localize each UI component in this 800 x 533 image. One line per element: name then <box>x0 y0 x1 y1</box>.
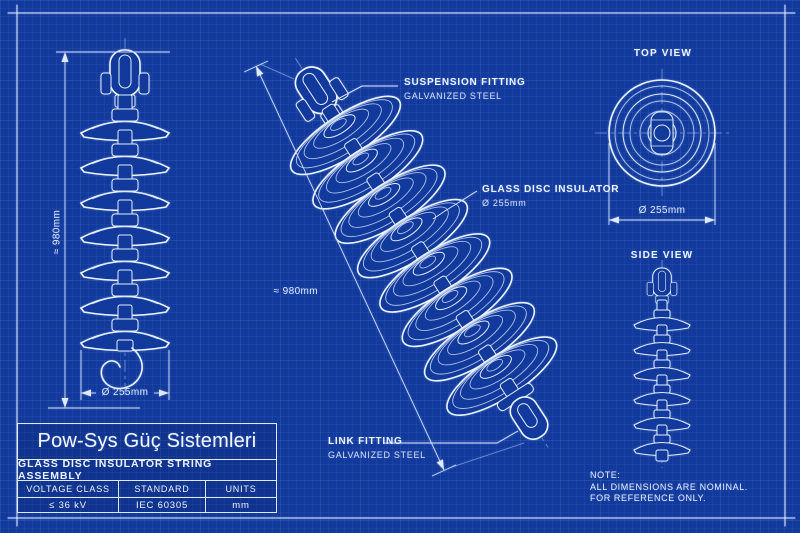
front-view-diameter-dimension: Ø 255mm <box>101 387 149 398</box>
glass-disc-callout: GLASS DISC INSULATOR Ø 255mm <box>482 184 619 208</box>
top-view-diameter-dimension: Ø 255mm <box>638 205 686 216</box>
field-value-voltage-class: ≤ 36 kV <box>18 496 118 514</box>
side-view-title: SIDE VIEW <box>630 250 694 261</box>
company-name: Pow-Sys Güç Sistemleri <box>37 430 257 452</box>
field-value-units: mm <box>205 496 276 513</box>
isometric-length-dimension <box>243 60 525 477</box>
drawing-frame <box>7 4 796 527</box>
link-fitting-callout: LINK FITTING GALVANIZED STEEL <box>328 436 426 460</box>
suspension-fitting-title: SUSPENSION FITTING <box>404 77 526 88</box>
glass-disc-subtitle: Ø 255mm <box>482 198 527 208</box>
title-block: Pow-Sys Güç Sistemleri GLASS DISC INSULA… <box>17 423 277 513</box>
note-line-2: FOR REFERENCE ONLY. <box>590 493 707 503</box>
isometric-length-dimension-text: ≈ 980mm <box>273 286 318 297</box>
drawing-note: NOTE: ALL DIMENSIONS ARE NOMINAL. FOR RE… <box>590 470 748 505</box>
glass-disc-title: GLASS DISC INSULATOR <box>482 184 620 195</box>
note-line-1: ALL DIMENSIONS ARE NOMINAL. <box>590 481 748 492</box>
top-view-title: TOP VIEW <box>633 48 693 59</box>
note-heading: NOTE: <box>590 470 621 480</box>
front-view-height-dimension: ≈ 980mm <box>51 209 63 255</box>
title-block-table: VOLTAGE CLASS STANDARD UNITS ≤ 36 kV IEC… <box>18 480 276 513</box>
link-fitting-title: LINK FITTING <box>328 436 403 447</box>
field-label-voltage-class: VOLTAGE CLASS <box>26 483 110 494</box>
field-label-standard: STANDARD <box>118 481 205 497</box>
isometric-view-drawing <box>272 55 568 448</box>
link-fitting-subtitle: GALVANIZED STEEL <box>328 450 426 460</box>
drawing-title: GLASS DISC INSULATOR STRING ASSEMBLY <box>18 458 276 482</box>
field-value-standard: IEC 60305 <box>118 496 205 513</box>
suspension-fitting-callout: SUSPENSION FITTING GALVANIZED STEEL <box>404 77 526 101</box>
suspension-fitting-subtitle: GALVANIZED STEEL <box>404 91 502 101</box>
top-view-drawing <box>595 69 729 225</box>
side-view-drawing <box>633 260 691 468</box>
front-view-drawing <box>48 38 170 409</box>
field-label-units: UNITS <box>205 481 276 497</box>
callout-leader-lines <box>331 85 519 444</box>
